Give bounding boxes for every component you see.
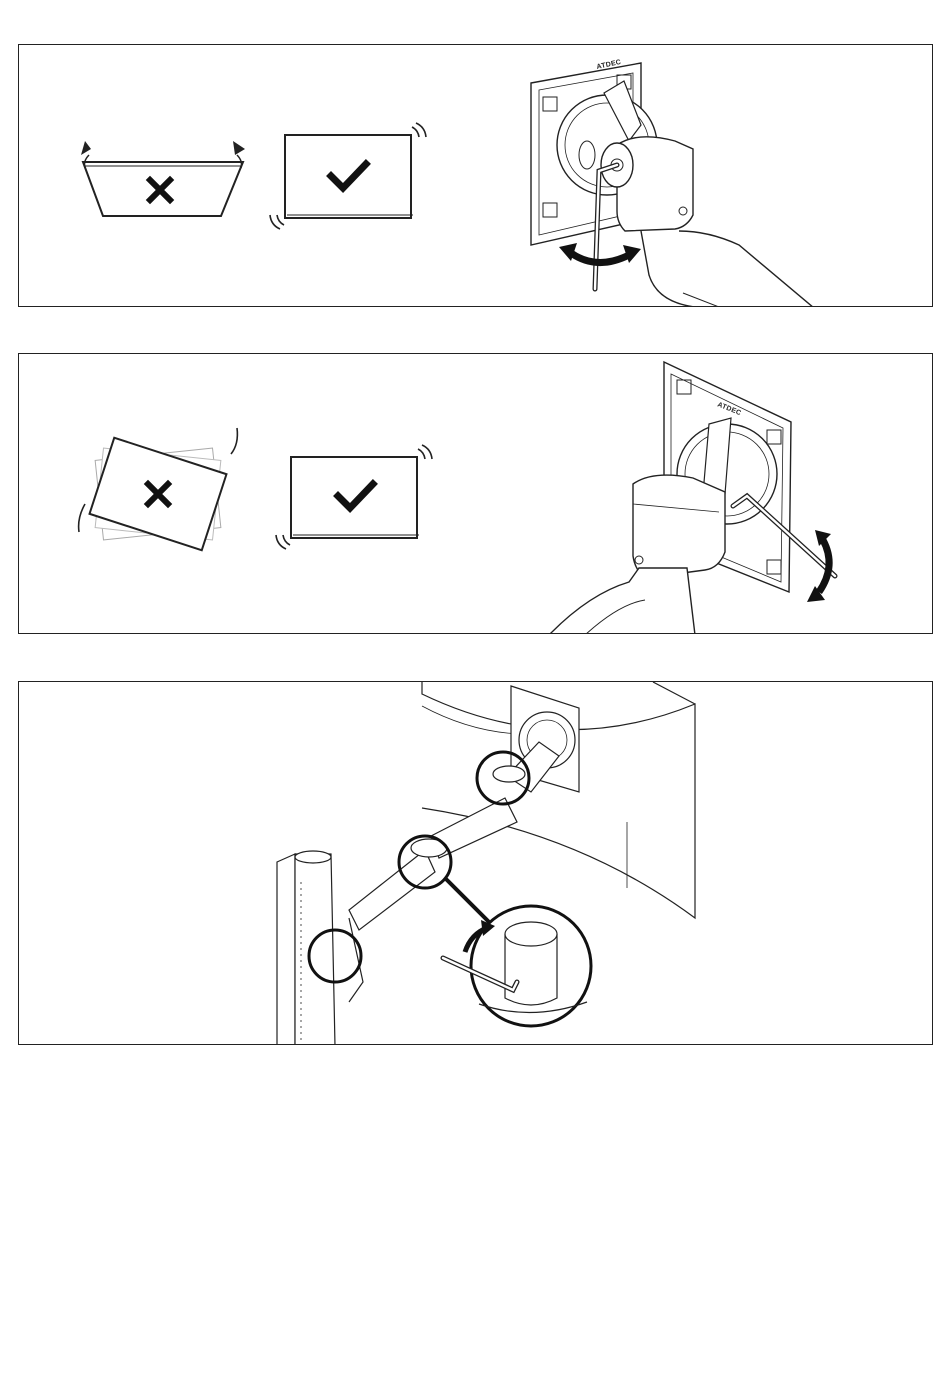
rotation-adjustment-illustration: ATDEC [549, 362, 835, 634]
monitor-level-correct-icon [270, 123, 426, 229]
rotate-arrow-icon [807, 530, 831, 602]
instruction-panel-arm-tension [18, 681, 933, 1045]
instruction-panel-tilt: ATDEC [18, 44, 933, 307]
instruction-panel-rotation: ATDEC [18, 353, 933, 634]
hex-key-joint-detail-callout [443, 878, 591, 1026]
tilt-adjustment-illustration: ATDEC [531, 59, 814, 307]
pole-illustration [277, 851, 335, 1045]
panel-1-illustration: ATDEC [19, 45, 933, 307]
panel-2-illustration: ATDEC [19, 354, 933, 634]
panel-3-illustration [19, 682, 933, 1045]
rotate-arrow-icon [559, 243, 641, 263]
monitor-sag-incorrect-icon [81, 141, 245, 216]
monitor-rotated-incorrect-icon [79, 428, 238, 550]
monitor-level-correct-icon [276, 445, 432, 549]
